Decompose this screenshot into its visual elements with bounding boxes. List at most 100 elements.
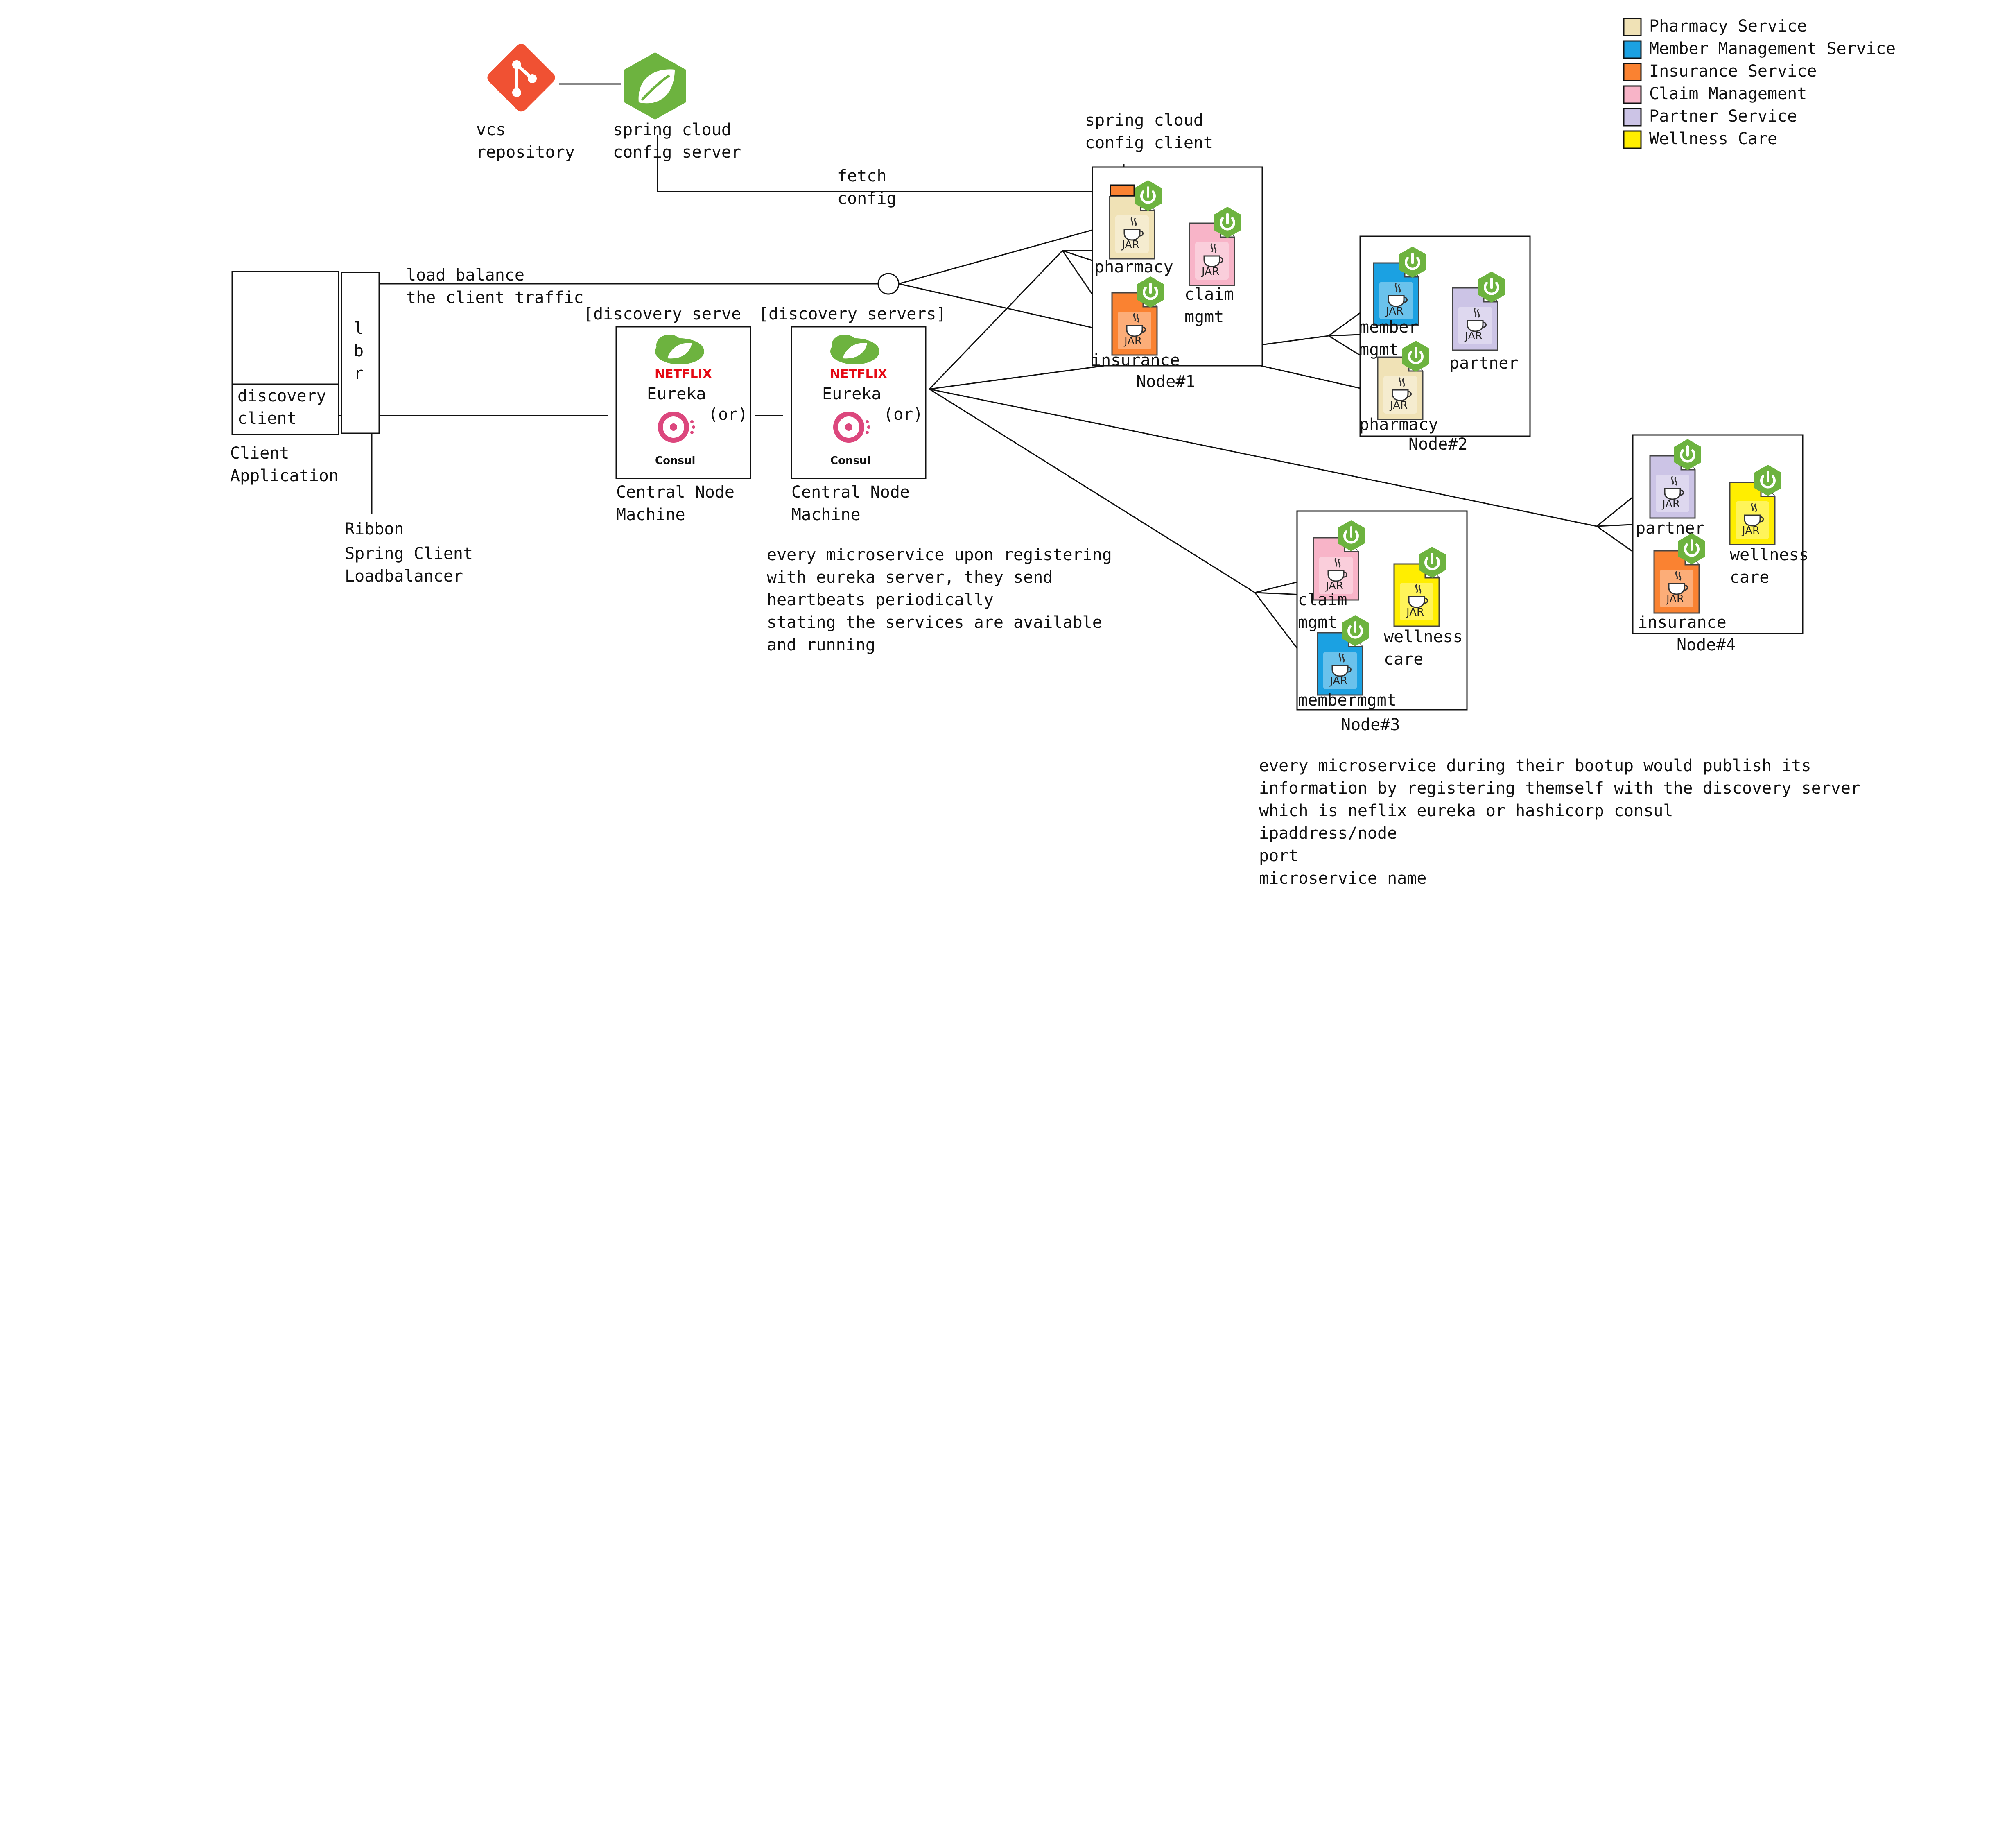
legend-swatch-partner xyxy=(1623,108,1642,127)
node4-wellness-label-line1: wellness xyxy=(1730,545,1809,564)
fan-node1 xyxy=(929,250,1063,390)
node2-pharmacy-label: pharmacy xyxy=(1359,415,1438,434)
discovery-client-label-line2: client xyxy=(237,409,297,428)
or-label-b: (or) xyxy=(884,405,923,424)
legend-item-wellness: Wellness Care xyxy=(1623,129,1777,149)
config-client-label-line1: spring cloud xyxy=(1085,111,1203,130)
legend-swatch-claim xyxy=(1623,85,1642,104)
node1-pharmacy-label: pharmacy xyxy=(1094,258,1173,276)
lbr-box xyxy=(341,272,380,434)
node-2: JAR member mgmt JAR partner JAR pharmacy xyxy=(1359,235,1531,437)
heartbeat-note-line2: with eureka server, they send xyxy=(767,568,1053,587)
insurance-jar-icon: JAR xyxy=(1653,550,1700,614)
registration-note-line4: ipaddress/node xyxy=(1259,824,1397,843)
node3-claim-label-line1: claim xyxy=(1298,591,1347,609)
load-balance-label-line1: load balance xyxy=(406,266,524,285)
netflix-label: NETFLIX xyxy=(830,367,887,381)
fetch-config-label-line2: config xyxy=(837,189,897,208)
client-application: discovery client l b r xyxy=(231,271,380,435)
pharmacy-jar-icon: JAR xyxy=(1377,356,1424,420)
jar-label: JAR xyxy=(1464,330,1483,342)
heartbeat-note-line3: heartbeats periodically xyxy=(767,591,994,609)
node1-claim-label-line2: mgmt xyxy=(1184,308,1224,326)
client-caption-line2: Application xyxy=(230,466,339,485)
node-4-caption: Node#4 xyxy=(1677,636,1736,654)
legend-item-partner: Partner Service xyxy=(1623,107,1797,127)
legend-item-insurance: Insurance Service xyxy=(1623,62,1817,81)
jar-label: JAR xyxy=(1325,580,1343,592)
lbr-letter-r: r xyxy=(354,364,364,383)
node3-wellness-label-line1: wellness xyxy=(1384,627,1463,646)
central-node-a-caption-line1: Central Node xyxy=(616,483,735,502)
node-1: JAR pharmacy JAR claim mgmt JAR insuranc… xyxy=(1091,166,1263,370)
legend-item-member: Member Management Service xyxy=(1623,39,1896,59)
heartbeat-note-line4: stating the services are available xyxy=(767,613,1102,632)
jar-label: JAR xyxy=(1385,305,1404,317)
node-4: JAR partner JAR wellness care JAR insura… xyxy=(1632,434,1809,634)
legend-swatch-member xyxy=(1623,40,1642,59)
git-logo-icon xyxy=(487,44,555,112)
load-balance-label-line2: the client traffic xyxy=(406,288,583,307)
jar-label: JAR xyxy=(1201,265,1219,278)
jar-label: JAR xyxy=(1389,399,1408,412)
node-3-caption: Node#3 xyxy=(1341,715,1400,734)
claim-jar-icon: JAR xyxy=(1189,222,1235,286)
eureka-cloud-icon xyxy=(655,335,704,364)
registration-note-line2: information by registering themself with… xyxy=(1259,779,1860,798)
partner-jar-icon: JAR xyxy=(1452,287,1498,351)
jar-label: JAR xyxy=(1741,525,1760,537)
node-3: JAR claim mgmt JAR wellness care JAR mem… xyxy=(1296,510,1468,711)
discovery-server-a-title: [discovery serve xyxy=(583,305,741,324)
or-label-a: (or) xyxy=(708,405,748,424)
legend-label-insurance: Insurance Service xyxy=(1649,62,1817,81)
netflix-label: NETFLIX xyxy=(655,367,712,381)
vcs-label-line1: vcs xyxy=(476,120,506,139)
claim-jar-icon: JAR xyxy=(1313,537,1359,601)
heartbeat-note-line1: every microservice upon registering xyxy=(767,545,1112,564)
ribbon-label-line2: Spring Client xyxy=(345,544,473,563)
eureka-label: Eureka xyxy=(647,385,706,403)
heartbeat-note-line5: and running xyxy=(767,636,875,654)
central-node-b-caption-line2: Machine xyxy=(791,505,861,524)
node2-partner-label: partner xyxy=(1449,354,1519,373)
eureka-label: Eureka xyxy=(822,385,881,403)
discovery-server-a: NETFLIX Eureka Consul (or) xyxy=(615,326,751,479)
fan-node3 xyxy=(929,388,1255,593)
config-client-label-line2: config client xyxy=(1085,134,1213,152)
node1-claim-label-line1: claim xyxy=(1184,285,1234,304)
lb-to-pharmacy-node1 xyxy=(898,224,1110,285)
consul-logo-icon xyxy=(833,412,870,443)
lbr-letter-b: b xyxy=(354,342,364,360)
member-jar-icon: JAR xyxy=(1373,262,1419,326)
load-balance-junction xyxy=(877,273,900,295)
node3-member-label: membermgmt xyxy=(1298,691,1397,710)
central-node-b-caption-line1: Central Node xyxy=(791,483,910,502)
node3-claim-label-line2: mgmt xyxy=(1298,613,1337,632)
legend-swatch-pharmacy xyxy=(1623,18,1642,36)
wellness-jar-icon: JAR xyxy=(1729,482,1776,545)
registration-note: every microservice during their bootup w… xyxy=(1259,756,1860,888)
discovery-server-b-title: [discovery servers] xyxy=(759,305,946,324)
jar-label: JAR xyxy=(1406,606,1424,618)
node1-insurance-label: insurance xyxy=(1091,351,1180,370)
legend-label-wellness: Wellness Care xyxy=(1649,129,1777,148)
jar-label: JAR xyxy=(1121,239,1139,251)
fan-node4 xyxy=(929,388,1597,527)
registration-note-line3: which is neflix eureka or hashicorp cons… xyxy=(1259,801,1673,820)
node-2-caption: Node#2 xyxy=(1408,435,1468,454)
fetch-config-label-line1: fetch xyxy=(837,167,886,186)
legend-swatch-insurance xyxy=(1623,63,1642,81)
ribbon-label-line1: Ribbon xyxy=(345,520,404,539)
legend-label-partner: Partner Service xyxy=(1649,107,1797,126)
legend-label-claim: Claim Management xyxy=(1649,84,1807,103)
spring-config-server-icon xyxy=(624,52,686,120)
partner-jar-icon: JAR xyxy=(1649,455,1696,519)
jar-label: JAR xyxy=(1329,675,1347,687)
node-1-caption: Node#1 xyxy=(1136,372,1196,391)
vcs-label-line2: repository xyxy=(476,143,575,162)
registration-note-line5: port xyxy=(1259,846,1298,865)
node2-member-label-line2: mgmt xyxy=(1359,340,1399,359)
member-jar-icon: JAR xyxy=(1317,632,1363,696)
node4-wellness-label-line2: care xyxy=(1730,568,1769,587)
